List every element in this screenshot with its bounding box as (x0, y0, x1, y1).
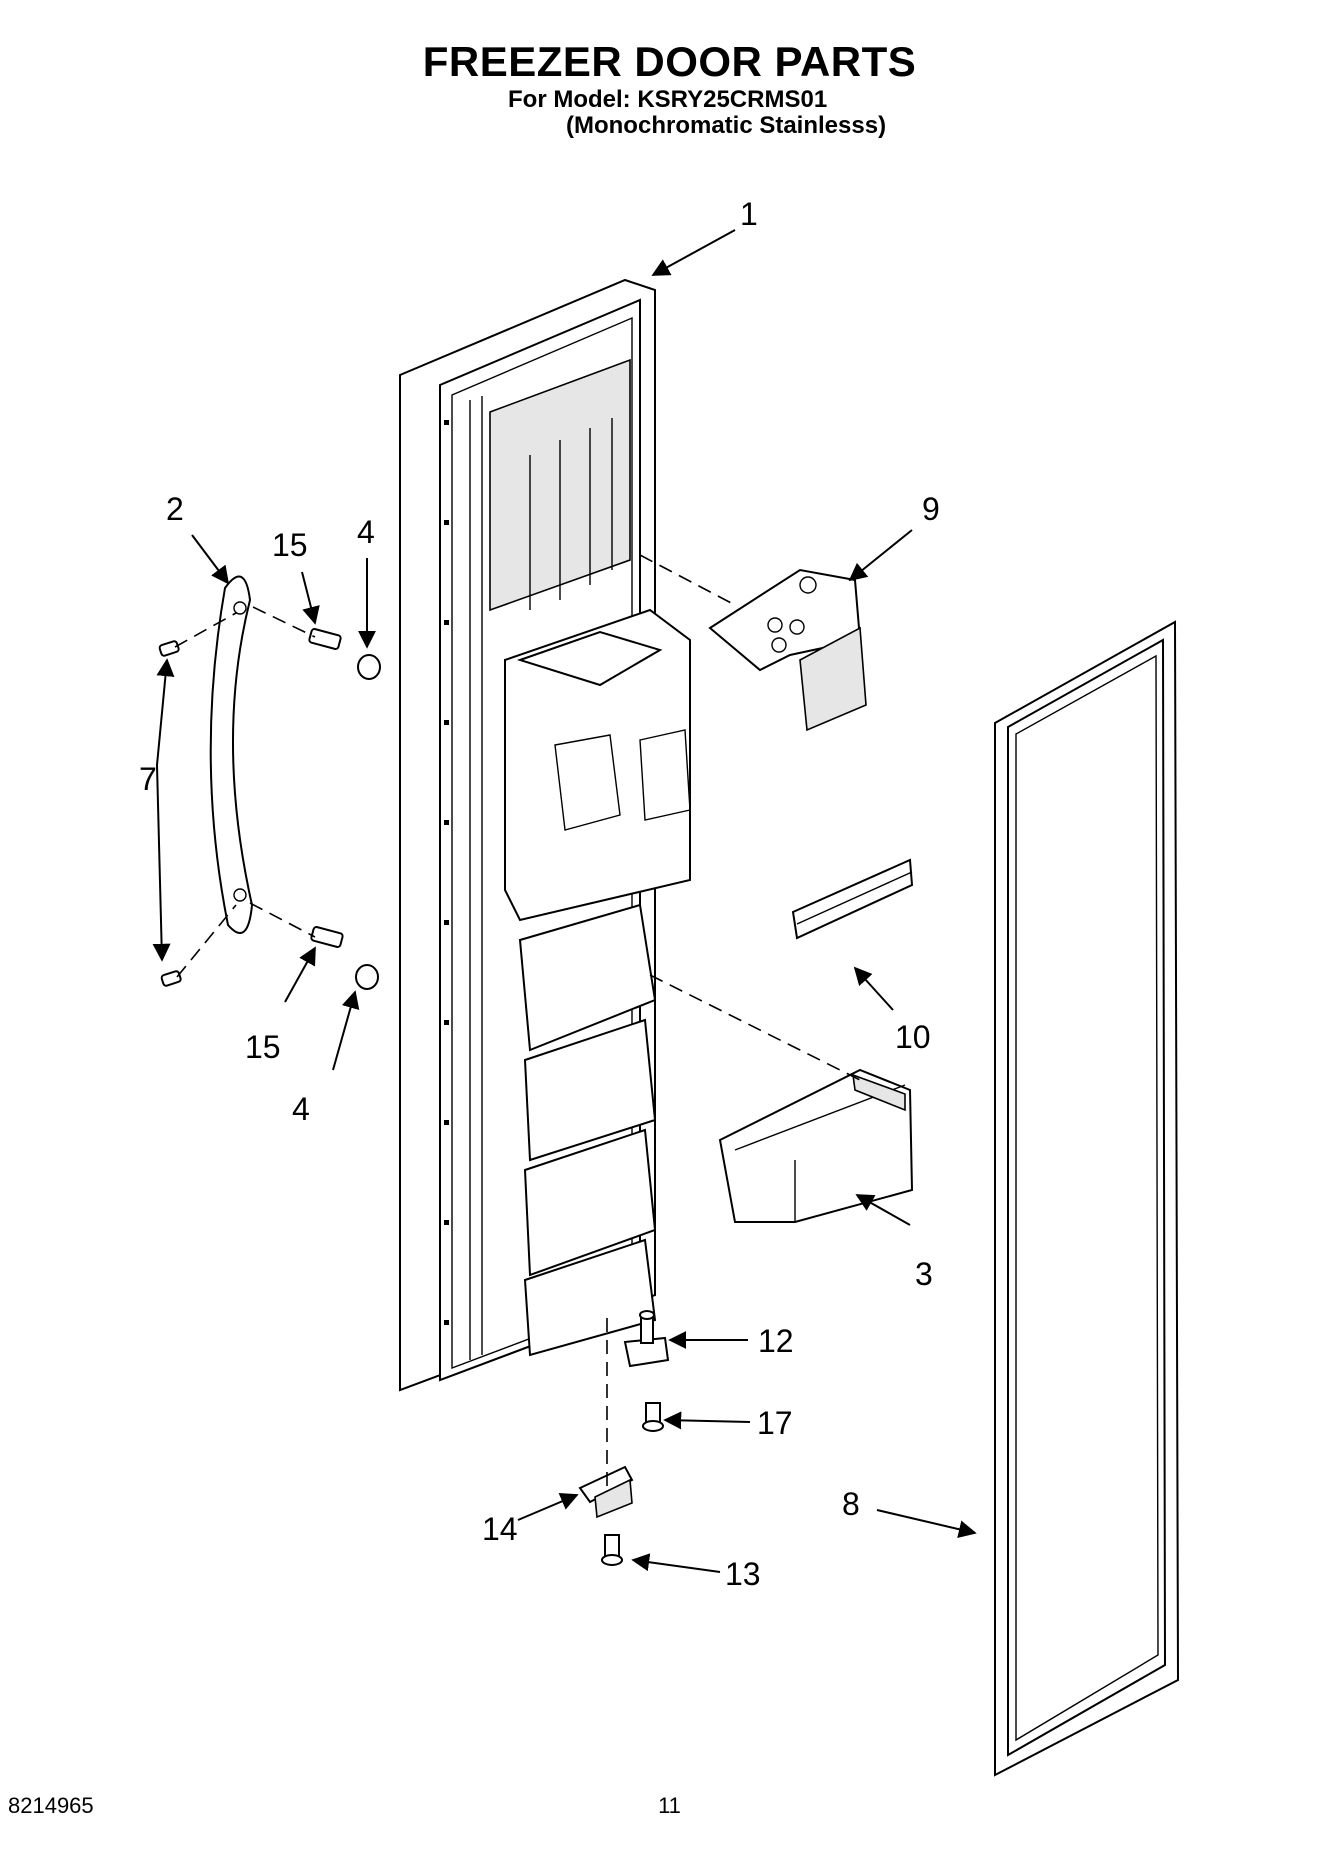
page-title: FREEZER DOOR PARTS (422, 38, 917, 85)
callout-17: 17 (757, 1405, 793, 1441)
callout-8: 8 (842, 1486, 860, 1522)
callout-10: 10 (895, 1019, 931, 1055)
page-number: 11 (658, 1793, 681, 1818)
callout-9: 9 (922, 491, 940, 527)
door-handle-part-2 (209, 575, 254, 934)
callout-leaders (152, 229, 977, 1573)
spacer-part-4 (355, 654, 381, 990)
door-bin-part-3 (718, 1068, 914, 1223)
callout-13: 13 (725, 1556, 761, 1592)
callout-7: 7 (139, 761, 157, 797)
callout-15-bottom: 15 (245, 1029, 281, 1065)
hinge-pin-part-12 (623, 1310, 670, 1368)
assembly-guide-lines (174, 554, 861, 1492)
model-line: For Model: KSRY25CRMS01 (508, 86, 828, 113)
door-gasket-part-8 (994, 620, 1180, 1777)
callout-4-bottom: 4 (292, 1091, 310, 1127)
cover-plate-part-9 (708, 568, 867, 732)
trim-strip-part-10 (791, 858, 914, 940)
callout-14: 14 (482, 1511, 518, 1547)
variant-line: (Monochromatic Stainlesss) (566, 112, 887, 139)
bracket-part-14 (578, 1465, 634, 1519)
callout-1: 1 (740, 196, 758, 232)
freezer-door-part-1 (399, 278, 691, 1392)
callout-2: 2 (166, 491, 184, 527)
callout-3: 3 (915, 1256, 933, 1292)
document-number: 8214965 (8, 1793, 94, 1818)
callout-15-top: 15 (272, 527, 308, 563)
screw-part-17 (642, 1402, 664, 1432)
screw-part-15 (308, 628, 344, 948)
screw-part-13 (601, 1534, 623, 1566)
callout-12: 12 (758, 1323, 794, 1359)
callout-4-top: 4 (357, 514, 375, 550)
